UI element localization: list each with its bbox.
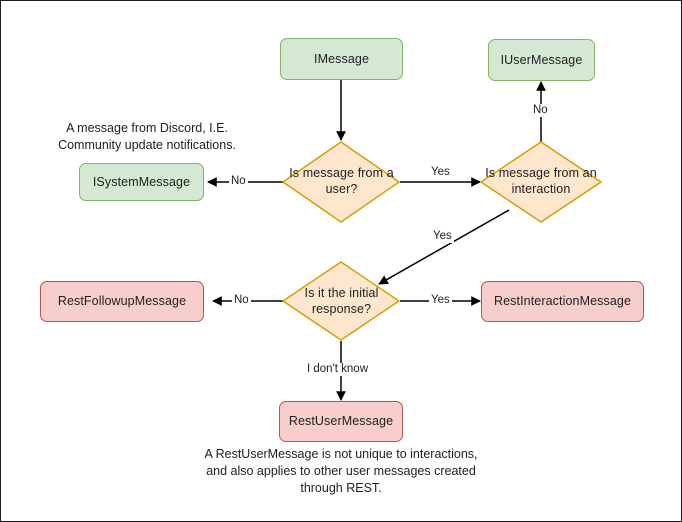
annotation-rest-user-message: A RestUserMessage is not unique to inter… (204, 447, 478, 495)
node-restinteractionmessage[interactable]: RestInteractionMessage (481, 281, 644, 322)
annotation-system-message: A message from Discord, I.E. Community u… (58, 121, 236, 152)
node-restfollowupmessage[interactable]: RestFollowupMessage (40, 281, 204, 322)
decision-from-interaction[interactable]: Is message from an interaction (481, 142, 601, 222)
decision-from-user-label: Is message from a user? (289, 166, 394, 196)
edge-label-from-user-yes: Yes (429, 166, 452, 179)
edge-label-initial-response-no: No (232, 294, 251, 307)
edge-label-from-interaction-yes: Yes (431, 230, 454, 243)
node-restusermessage[interactable]: RestUserMessage (279, 401, 403, 442)
decision-from-user[interactable]: Is message from a user? (283, 142, 400, 222)
node-isystemmessage[interactable]: ISystemMessage (79, 163, 204, 201)
decision-initial-response-label: Is it the initial response? (304, 285, 379, 316)
edge-label-initial-response-yes: Yes (429, 294, 452, 307)
edge-label-initial-response-unknown: I don't know (305, 363, 371, 376)
edge-label-from-user-no: No (229, 175, 248, 188)
node-imessage[interactable]: IMessage (280, 38, 403, 80)
decision-from-interaction-label: Is message from an interaction (485, 166, 597, 196)
decision-initial-response[interactable]: Is it the initial response? (283, 262, 400, 341)
node-iusermessage[interactable]: IUserMessage (488, 39, 595, 81)
edge-label-from-interaction-no: No (531, 104, 550, 117)
